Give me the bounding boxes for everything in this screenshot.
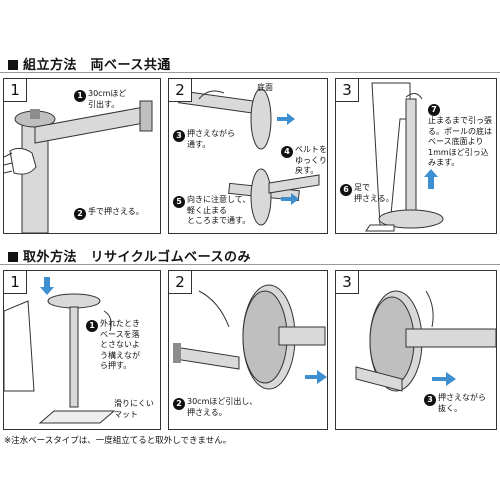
note-non-slip-mat: 滑りにくい マット: [114, 399, 154, 420]
panel-number: 2: [169, 271, 192, 294]
panel-number: 3: [336, 79, 359, 102]
panel-number: 1: [4, 79, 27, 102]
panel-number: 2: [169, 79, 192, 102]
note-step-7: 7止まるまで引っ張 る。ポールの底は ベース底面より 1mmほど引っ込 みます。: [428, 103, 496, 169]
section-title-removal: 取外方法 リサイクルゴムベースのみ: [8, 246, 251, 265]
footnote: ※注水ベースタイプは、一度組立てると取外しできません。: [4, 434, 231, 446]
section-rule: [0, 264, 500, 265]
section-title-assembly: 組立方法 両ベース共通: [8, 54, 171, 73]
assembly-panel-3: 3 7止まるまで引っ張 る。ポールの底は ベース底面より 1mmほど引っ込 みま…: [335, 78, 497, 234]
section-rule: [0, 72, 500, 73]
note-bottom: 底面: [257, 83, 273, 94]
panel-number: 3: [336, 271, 359, 294]
panel-number: 1: [4, 271, 27, 294]
